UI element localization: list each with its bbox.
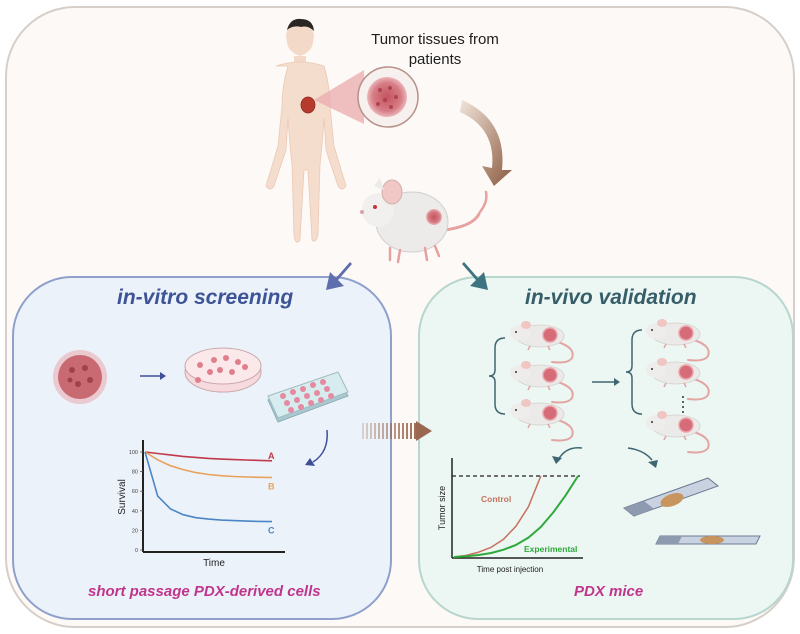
y-axis-label: Survival — [117, 479, 128, 515]
series-line-c — [144, 451, 273, 523]
to-chart-arrow-icon — [312, 429, 328, 463]
top-label: Tumor tissues from patients — [355, 30, 515, 70]
dash-bar — [370, 423, 372, 439]
dash-bar — [374, 423, 376, 439]
mouse-group-expanded-icon — [646, 319, 710, 454]
petri-dish-icon — [184, 347, 262, 393]
tumor-cluster-icon — [53, 350, 107, 404]
dash-bar — [414, 423, 416, 439]
y-axis-label: Tumor size — [437, 486, 447, 530]
dash-bar — [402, 423, 404, 439]
series-label-a: A — [268, 451, 275, 461]
dash-bar — [378, 423, 380, 439]
series-line-control — [453, 475, 542, 558]
dash-bar — [362, 423, 364, 439]
series-label-control: Control — [481, 494, 511, 504]
dash-bar — [382, 423, 384, 439]
mouse-icon — [646, 411, 710, 454]
mouse-group-icon — [510, 321, 574, 442]
to-slide-arrow-icon — [627, 447, 653, 461]
top-label-line-1: Tumor tissues from — [371, 31, 499, 48]
in-vitro-title: in-vitro screening — [117, 286, 294, 309]
in-vitro-panel — [12, 276, 392, 620]
dash-bar — [386, 423, 388, 439]
dash-bar — [406, 423, 408, 439]
x-axis-label: Time — [203, 558, 225, 569]
dash-bar — [390, 423, 392, 439]
arrow-to-in-vitro-icon — [326, 262, 352, 290]
to-slide-arrow-head — [648, 460, 658, 468]
to-growth-chart-arrow-head — [552, 456, 562, 464]
series-line-b — [144, 451, 273, 479]
y-tick-label: 60 — [132, 489, 138, 495]
to-chart-arrow-head — [305, 458, 315, 466]
series-line-experimental — [453, 475, 579, 558]
curved-arrow-icon — [460, 100, 512, 186]
arrow-to-in-vivo-icon — [462, 262, 488, 290]
mouse-icon — [646, 319, 710, 362]
x-axis-label: Time post injection — [477, 565, 543, 574]
dash-bar — [410, 423, 412, 439]
human-patient-icon — [265, 18, 347, 243]
mouse-icon — [510, 321, 574, 364]
mouse-icon — [510, 361, 574, 404]
well-plate-icon — [267, 371, 349, 423]
dash-bar — [366, 423, 368, 439]
y-tick-label: 80 — [132, 470, 138, 476]
mouse-icon — [646, 358, 710, 401]
mouse-icon — [510, 399, 574, 442]
y-tick-label: 40 — [132, 509, 138, 515]
group-arrow-head — [614, 378, 620, 386]
left-brace-icon — [488, 337, 506, 415]
in-vitro-caption: short passage PDX-derived cells — [88, 583, 321, 600]
dashed-transfer-arrow-icon — [362, 421, 432, 441]
top-label-line-2: patients — [408, 51, 462, 68]
series-label-b: B — [268, 481, 275, 491]
in-vivo-title: in-vivo validation — [525, 286, 697, 309]
microscope-slide-icon — [622, 477, 761, 545]
mouse-with-tumor-icon — [360, 178, 488, 264]
series-label-experimental: Experimental — [524, 544, 577, 554]
series-line-a — [144, 451, 273, 462]
y-tick-label: 0 — [135, 548, 138, 554]
ellipsis-dots-icon — [682, 396, 684, 413]
in-vivo-caption: PDX mice — [574, 583, 644, 600]
y-tick-label: 20 — [132, 528, 138, 534]
y-tick-label: 100 — [129, 450, 138, 456]
in-vivo-panel — [418, 276, 794, 620]
process-arrow-head — [160, 372, 166, 380]
dash-bar — [398, 423, 400, 439]
dash-bar — [394, 423, 396, 439]
right-brace-icon — [625, 329, 643, 415]
tumor-magnifier-icon — [314, 66, 419, 128]
survival-chart: 0 20 40 60 80 100 A B C Time Survival — [117, 440, 285, 569]
series-label-c: C — [268, 526, 275, 536]
